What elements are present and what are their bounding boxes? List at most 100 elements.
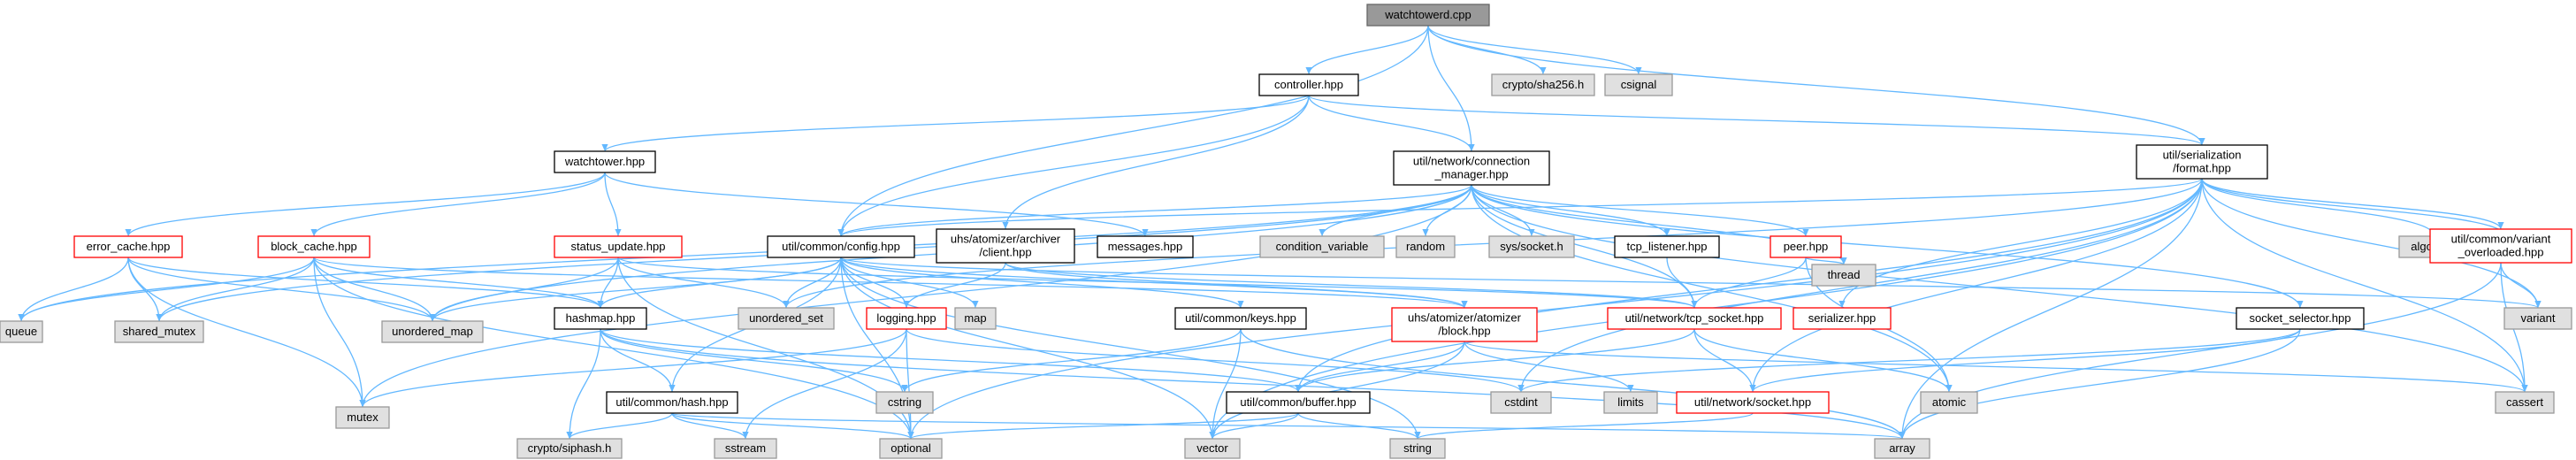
node-watchtowerd[interactable]: watchtowerd.cpp [1366, 4, 1490, 27]
node-status_update[interactable]: status_update.hpp [554, 235, 683, 258]
node-label: uhs/atomizer/archiver [951, 233, 1061, 246]
node-logging[interactable]: logging.hpp [866, 307, 947, 330]
edge-status_update-to-unordered_map [429, 257, 619, 322]
node-box [879, 438, 943, 459]
node-error_cache[interactable]: error_cache.hpp [73, 235, 183, 258]
edge-serialization_format-to-buffer [1295, 178, 2203, 393]
edge-atomizer_block-to-limits [1464, 341, 1634, 393]
node-box [1184, 438, 1241, 459]
node-box [1488, 235, 1575, 258]
edge-config-to-vector [840, 257, 1216, 440]
node-label: util/network/tcp_socket.hpp [1625, 311, 1764, 325]
edge-controller-to-connection_manager [1308, 95, 1475, 152]
edge-hash-to-array [671, 412, 1905, 440]
node-buffer[interactable]: util/common/buffer.hpp [1226, 391, 1371, 414]
edge-config-to-unordered_map [429, 257, 842, 322]
node-label: array [1889, 441, 1915, 455]
node-variant_overloaded[interactable]: util/common/variant_overloaded.hpp [2429, 228, 2572, 264]
edge-connection_manager-to-socket_selector [1471, 184, 2304, 309]
node-label: random [1406, 240, 1445, 253]
edge-logging-to-sstream [742, 328, 907, 440]
node-tcp_socket[interactable]: util/network/tcp_socket.hpp [1607, 307, 1782, 330]
edge-variant_overloaded-to-variant [2500, 262, 2542, 309]
node-connection_manager[interactable]: util/network/connection_manager.hpp [1393, 150, 1550, 186]
node-box [381, 320, 484, 343]
edge-serialization_format-to-config [837, 178, 2203, 237]
node-block_cache[interactable]: block_cache.hpp [257, 235, 371, 258]
edge-watchtower-to-error_cache [125, 172, 606, 237]
edge-block_cache-to-queue [18, 257, 315, 322]
node-label: util/common/variant [2451, 233, 2551, 246]
node-crypto_siphash: crypto/siphash.h [516, 438, 623, 459]
node-box [2236, 307, 2365, 330]
edge-serialization_format-to-variant_overloaded [2201, 178, 2504, 230]
node-label: cstdint [1504, 395, 1538, 409]
node-label: unordered_map [392, 325, 473, 338]
node-messages[interactable]: messages.hpp [1097, 235, 1194, 258]
node-label: csignal [1621, 78, 1657, 91]
node-box [866, 307, 947, 330]
edge-status_update-to-unordered_set [617, 257, 790, 309]
node-label: util/common/keys.hpp [1185, 311, 1296, 325]
node-label: uhs/atomizer/atomizer [1408, 311, 1522, 325]
node-label: hashmap.hpp [566, 311, 636, 325]
edge-peer-to-thread [1805, 257, 1847, 265]
node-watchtower[interactable]: watchtower.hpp [554, 150, 656, 173]
node-queue: queue [0, 320, 43, 343]
node-archiver_client[interactable]: uhs/atomizer/archiver/client.hpp [936, 228, 1075, 264]
node-label: limits [1617, 395, 1644, 409]
edge-watchtower-to-status_update [604, 172, 622, 237]
edge-connection_manager-to-config [837, 184, 1472, 237]
node-label: variant [2520, 311, 2555, 325]
edge-connection_manager-to-queue [18, 184, 1472, 322]
node-sstream: sstream [714, 438, 777, 459]
edge-tcp_socket-to-network_socket [1693, 328, 1756, 393]
node-network_socket[interactable]: util/network/socket.hpp [1676, 391, 1830, 414]
edge-logging-to-mutex [359, 328, 907, 408]
edge-controller-to-serialization_format [1308, 95, 2205, 146]
node-string: string [1389, 438, 1446, 459]
node-atomic: atomic [1920, 391, 1978, 414]
node-crypto_sha256: crypto/sha256.h [1491, 73, 1595, 96]
edge-keys-to-array [1240, 328, 1906, 440]
node-label: error_cache.hpp [87, 240, 171, 253]
node-label: mutex [347, 410, 378, 424]
edge-block_cache-to-unordered_map [313, 257, 436, 322]
node-config[interactable]: util/common/config.hpp [767, 235, 915, 258]
node-tcp_listener[interactable]: tcp_listener.hpp [1614, 235, 1720, 258]
edge-serialization_format-to-algorithm [2201, 178, 2438, 237]
node-hashmap[interactable]: hashmap.hpp [554, 307, 647, 330]
node-box [1607, 307, 1782, 330]
edge-config-to-variant [840, 257, 2542, 309]
node-label: sstream [725, 441, 766, 455]
node-hash[interactable]: util/common/hash.hpp [606, 391, 738, 414]
edge-socket_selector-to-array [1899, 328, 2301, 440]
edge-serialization_format-to-optional [907, 178, 2203, 440]
node-socket_selector[interactable]: socket_selector.hpp [2236, 307, 2365, 330]
node-label: peer.hpp [1784, 240, 1829, 253]
node-box [1920, 391, 1978, 414]
node-label: atomic [1932, 395, 1967, 409]
node-serializer[interactable]: serializer.hpp [1792, 307, 1892, 330]
edge-atomizer_block-to-buffer [1295, 341, 1465, 393]
node-box [1604, 73, 1673, 96]
node-atomizer_block[interactable]: uhs/atomizer/atomizer/block.hpp [1391, 307, 1538, 342]
edge-controller-to-config [837, 95, 1310, 237]
edge-serialization_format-to-cassert [2201, 178, 2528, 393]
edge-variant_overloaded-to-array [1899, 262, 2502, 440]
node-controller[interactable]: controller.hpp [1258, 73, 1359, 96]
node-peer[interactable]: peer.hpp [1770, 235, 1842, 258]
node-box [1389, 438, 1446, 459]
node-keys[interactable]: util/common/keys.hpp [1174, 307, 1307, 330]
node-label: condition_variable [1276, 240, 1369, 253]
node-label: util/common/config.hpp [782, 240, 900, 253]
node-condition_variable: condition_variable [1259, 235, 1385, 258]
edge-buffer-to-optional [907, 412, 1299, 440]
node-box [606, 391, 738, 414]
node-label: util/common/buffer.hpp [1240, 395, 1356, 409]
node-serialization_format[interactable]: util/serialization/format.hpp [2136, 144, 2268, 180]
edge-hash-to-optional [671, 412, 914, 440]
node-random: random [1395, 235, 1456, 258]
node-box [0, 320, 43, 343]
